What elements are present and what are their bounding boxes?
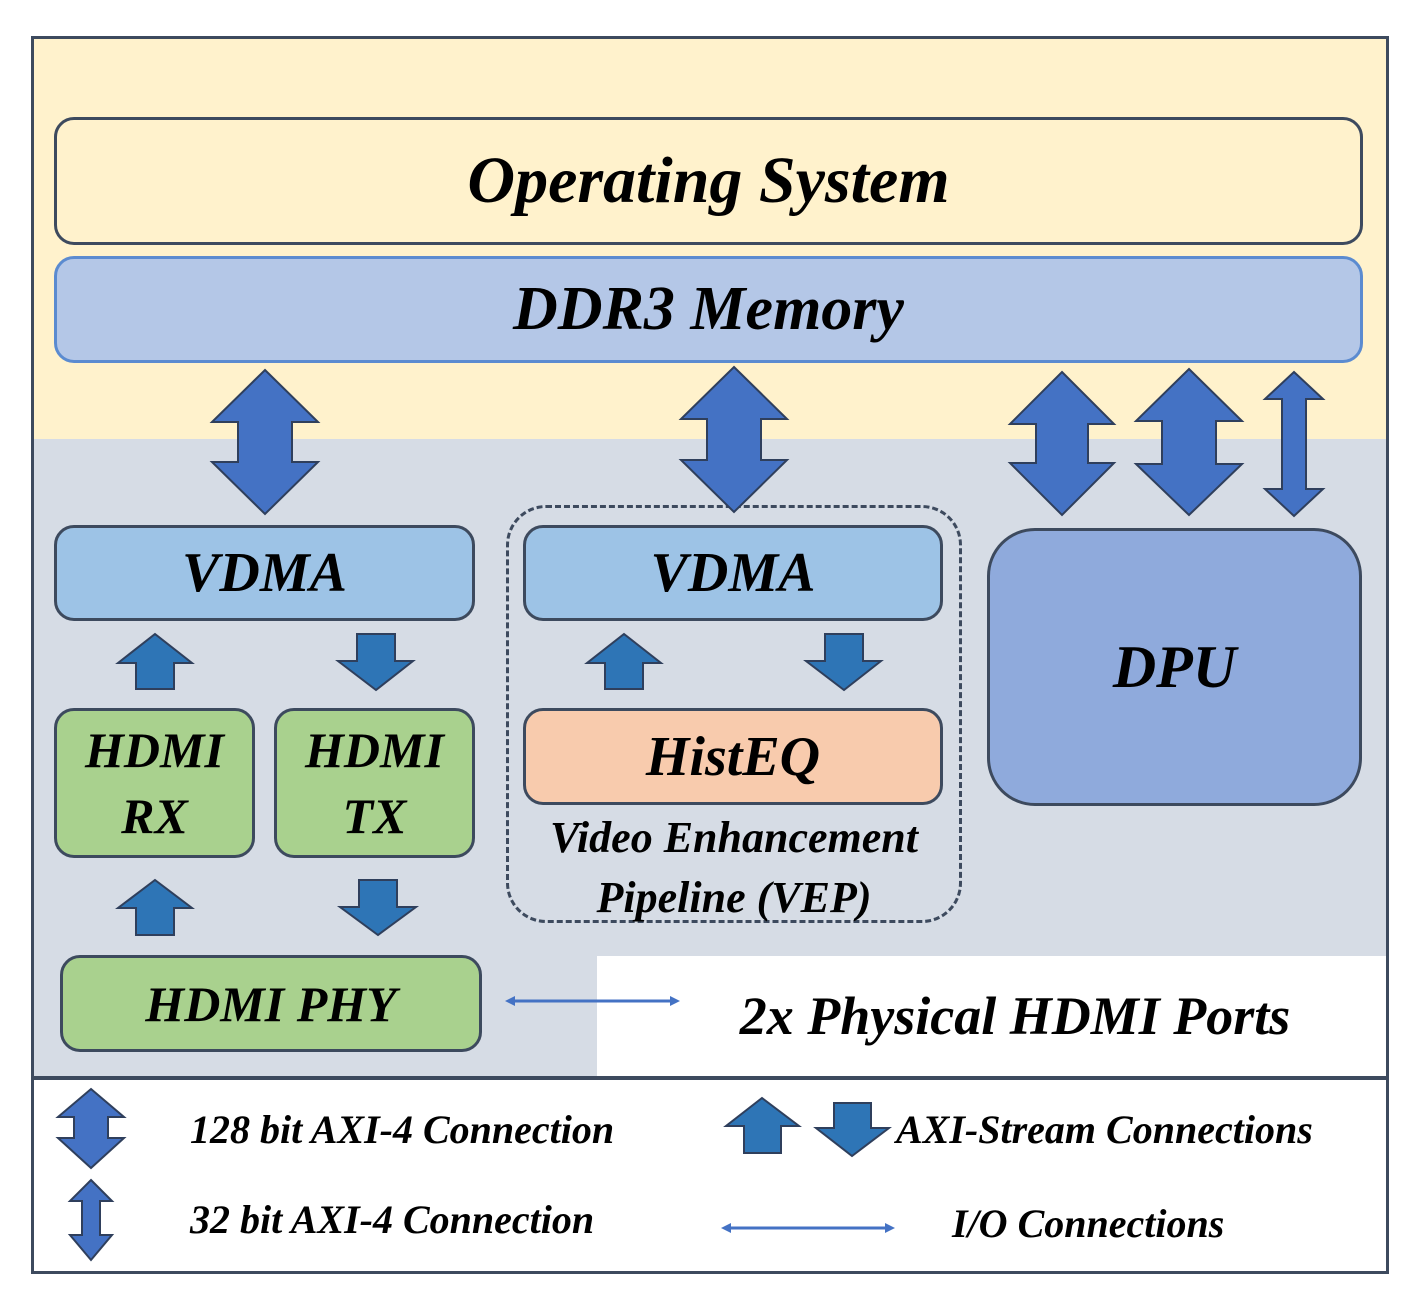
vep-caption-line2: Pipeline (VEP) bbox=[596, 873, 872, 922]
ports-area bbox=[597, 956, 1386, 1079]
legend-io-label: I/O Connections bbox=[952, 1201, 1225, 1246]
legend-axi4-32-icon bbox=[67, 1178, 115, 1262]
legend-axi4-128-label: 128 bit AXI-4 Connection bbox=[190, 1107, 615, 1152]
hdmi-tx-block: HDMI TX bbox=[274, 708, 475, 858]
vdma-hdmi-label: VDMA bbox=[182, 542, 347, 604]
legend-stream-up-icon bbox=[723, 1096, 802, 1154]
ddr3-memory-block: DDR3 Memory bbox=[54, 256, 1363, 363]
legend-stream-down-icon bbox=[813, 1102, 892, 1158]
axi4-128-arrow-dpu-2 bbox=[1133, 367, 1245, 517]
axi4-128-arrow-vdma-hdmi bbox=[209, 368, 321, 516]
hdmi-rx-label-line1: HDMI bbox=[85, 722, 224, 778]
hdmi-rx-block: HDMI RX bbox=[54, 708, 255, 858]
vdma-hdmi-block: VDMA bbox=[54, 525, 475, 621]
hdmi-rx-label-line2: RX bbox=[121, 788, 188, 844]
axi4-128-arrow-vdma-vep bbox=[678, 365, 790, 514]
ddr3-memory-label: DDR3 Memory bbox=[513, 275, 904, 343]
legend-axi4-128-icon bbox=[55, 1087, 127, 1170]
stream-arrow-vdma-to-tx bbox=[335, 633, 416, 692]
stream-arrow-histeq-to-vdma bbox=[584, 632, 664, 690]
hdmi-phy-block: HDMI PHY bbox=[60, 955, 482, 1052]
stream-arrow-vdma-to-histeq bbox=[803, 633, 884, 692]
axi4-128-arrow-dpu-1 bbox=[1007, 370, 1117, 517]
vdma-vep-block: VDMA bbox=[523, 525, 943, 621]
legend-axi-stream-label: AXI-Stream Connections bbox=[896, 1107, 1313, 1152]
hdmi-tx-label-line1: HDMI bbox=[305, 722, 444, 778]
diagram-frame bbox=[31, 36, 1389, 1274]
vep-caption: Video Enhancement Pipeline (VEP) bbox=[506, 808, 962, 928]
stream-arrow-rx-to-vdma bbox=[115, 632, 195, 690]
dpu-block: DPU bbox=[987, 528, 1362, 806]
stream-arrow-phy-to-rx bbox=[115, 878, 195, 936]
vdma-vep-label: VDMA bbox=[650, 542, 816, 604]
histeq-label: HistEQ bbox=[645, 725, 821, 788]
legend-divider bbox=[34, 1076, 1386, 1080]
hdmi-phy-label: HDMI PHY bbox=[145, 975, 397, 1032]
axi4-32-arrow-dpu bbox=[1262, 370, 1326, 518]
legend-axi4-32-label: 32 bit AXI-4 Connection bbox=[190, 1197, 595, 1242]
operating-system-block: Operating System bbox=[54, 117, 1363, 245]
stream-arrow-tx-to-phy bbox=[336, 879, 420, 937]
hdmi-ports-label: 2x Physical HDMI Ports bbox=[739, 986, 1291, 1046]
histeq-block: HistEQ bbox=[523, 708, 943, 805]
hdmi-tx-label-line2: TX bbox=[342, 788, 407, 844]
dpu-label: DPU bbox=[1112, 633, 1237, 700]
vep-caption-line1: Video Enhancement bbox=[550, 813, 918, 862]
operating-system-label: Operating System bbox=[467, 144, 950, 217]
